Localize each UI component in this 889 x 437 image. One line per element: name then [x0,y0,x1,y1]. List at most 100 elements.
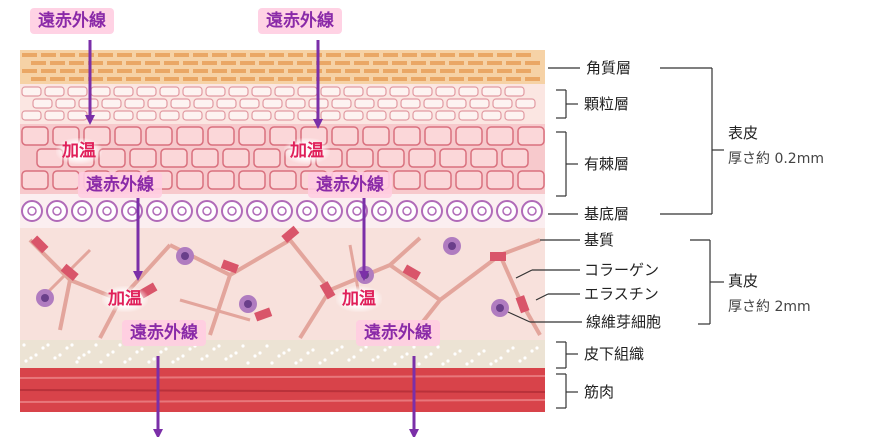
fat-dot [212,347,215,350]
spinous-cell [223,149,249,167]
basal-cell [297,201,317,221]
granular-cell [91,111,110,120]
corneum-cell [430,77,445,81]
basal-cell [172,201,192,221]
corneum-cell [69,61,84,65]
corneum-cell [136,69,151,73]
granular-cell [470,99,489,108]
granular-cell [252,111,271,120]
fat-dot [217,344,220,347]
corneum-cell [145,61,160,65]
fat-dot [205,354,208,357]
fat-dot [523,356,526,359]
fat-dot [246,361,249,364]
granular-cell [114,87,133,96]
far-infrared-tag-4: 遠赤外線 [308,172,392,198]
corneum-cell [50,61,65,65]
granular-cell [321,111,340,120]
basal-cell [197,201,217,221]
basal-cell [247,201,267,221]
corneum-cell [41,53,56,57]
corneum-cell [174,53,189,57]
fat-dot [287,348,290,351]
corneum-cell [221,61,236,65]
corneum-cell [497,53,512,57]
spinous-cell [130,149,156,167]
fat-dot [347,358,350,361]
fat-dot [518,359,521,362]
fat-dot [75,360,78,363]
spinous-cell [22,171,48,189]
corneum-cell [497,69,512,73]
corneum-cell [411,77,426,81]
spinous-cell [270,171,296,189]
basal-cell [47,201,67,221]
fat-dot [46,343,49,346]
fat-dot [477,352,480,355]
spinous-cell [161,149,187,167]
fat-dot [152,357,155,360]
far-infrared-tag-3: 遠赤外線 [78,172,162,198]
granular-cell [206,87,225,96]
basal-cell [447,201,467,221]
fat-dot [53,356,56,359]
fat-dot [159,350,162,353]
corneum-cell [98,53,113,57]
spinous-cell [363,127,389,145]
fat-dot [340,345,343,348]
corneum-cell [193,53,208,57]
basal-cell [72,201,92,221]
label-epidermis-thickness: 厚さ約 0.2mm [728,150,824,168]
warming-tag-2: 加温 [284,138,330,164]
fat-dot [318,361,321,364]
corneum-cell [449,61,464,65]
corneum-cell [269,69,284,73]
fat-dot [499,356,502,359]
corneum-cell [459,69,474,73]
corneum-cell [506,77,521,81]
spinous-cell [456,127,482,145]
warming-tag-4: 加温 [336,286,382,312]
label-ground-substance: 基質 [584,231,614,249]
corneum-cell [278,61,293,65]
granular-cell [505,87,524,96]
fat-dot [429,352,432,355]
corneum-cell [240,77,255,81]
granular-cell [91,87,110,96]
corneum-cell [440,53,455,57]
corneum-cell [373,61,388,65]
fat-dot [400,355,403,358]
granular-cell [505,111,524,120]
corneum-cell [22,69,37,73]
corneum-cell [174,69,189,73]
corneum-cell [345,53,360,57]
fat-dot [482,349,485,352]
basal-cell [22,201,42,221]
far-infrared-tag-1: 遠赤外線 [30,8,114,34]
corneum-cell [240,61,255,65]
spinous-cell [487,171,513,189]
corneum-cell [468,61,483,65]
fat-dot [306,351,309,354]
fat-dot [335,348,338,351]
corneum-cell [250,69,265,73]
stratum-basale-cells [22,201,542,221]
fat-dot [99,360,102,363]
fat-dot [70,343,73,346]
fat-dot [164,347,167,350]
spinous-cell [518,171,544,189]
granular-cell [332,99,351,108]
fat-dot [393,362,396,365]
spinous-cell [146,127,172,145]
far-infrared-tag-5: 遠赤外線 [122,320,206,346]
granular-cell [45,111,64,120]
label-stratum-spinosum: 有棘層 [584,155,629,173]
corneum-cell [164,61,179,65]
fat-dot [147,360,150,363]
granular-cell [229,87,248,96]
granular-cell [275,87,294,96]
spinous-cell [254,149,280,167]
fat-dot [22,343,25,346]
granular-cell [344,87,363,96]
